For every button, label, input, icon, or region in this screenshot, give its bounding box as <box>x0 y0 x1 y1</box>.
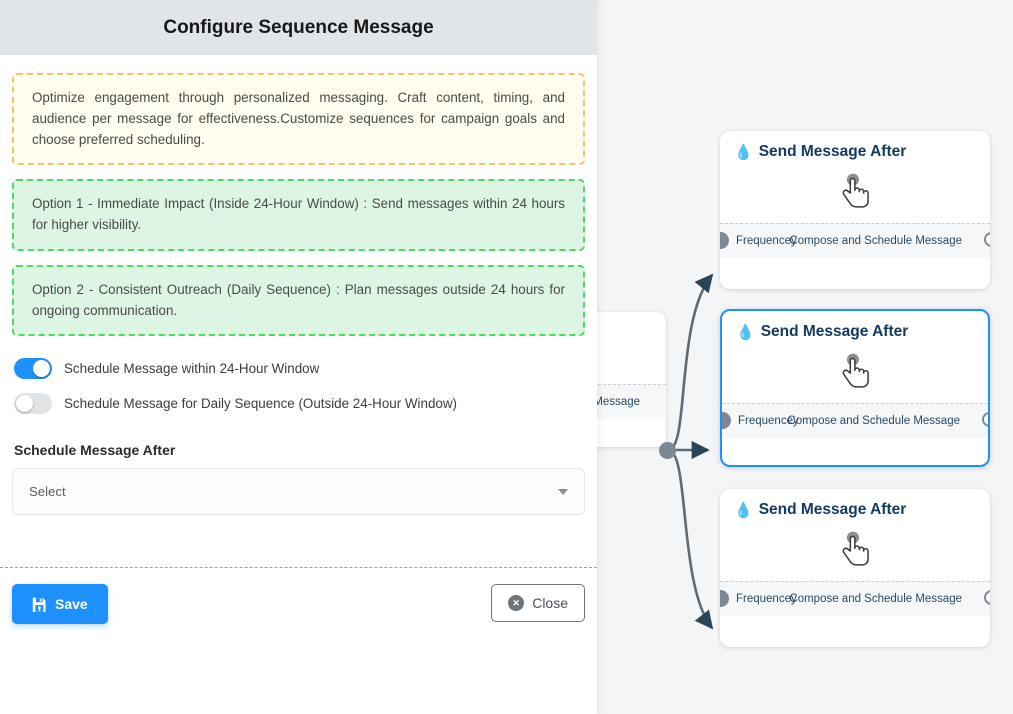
page-title: Configure Sequence Message <box>163 16 434 38</box>
circle-x-icon: ✕ <box>508 595 525 611</box>
close-button[interactable]: ✕ Close <box>491 584 585 622</box>
configure-sequence-modal: Configure Sequence Message Optimize enga… <box>0 0 597 714</box>
flow-node-2-compose-label: Compose and Schedule Message <box>787 415 960 427</box>
water-droplet-icon: 💧 <box>736 323 755 341</box>
toggle-knob <box>16 395 33 413</box>
flow-node-2-output-dot[interactable] <box>982 412 988 427</box>
flow-node-1-body <box>720 161 990 223</box>
flow-node-3-output-dot[interactable] <box>984 590 990 605</box>
info-banner: Optimize engagement through personalized… <box>12 73 585 166</box>
flow-node-1-footer: Frequencey Compose and Schedule Message <box>720 223 990 258</box>
toggle-schedule-within-24h[interactable] <box>14 358 52 380</box>
flow-node-2-body <box>722 341 988 403</box>
edge-to-node-3 <box>667 448 714 630</box>
flow-node-1-output-dot[interactable] <box>984 232 990 247</box>
flow-node-3-title: Send Message After <box>758 501 907 518</box>
modal-footer: Save ✕ Close <box>0 567 597 714</box>
schedule-message-after-value: Select <box>29 484 66 500</box>
close-button-label: Close <box>532 595 568 611</box>
flow-node-1-title: Send Message After <box>758 143 907 160</box>
toggle-schedule-daily-sequence-label: Schedule Message for Daily Sequence (Out… <box>64 396 457 412</box>
flow-node-2-title-row: 💧 Send Message After <box>722 311 988 341</box>
save-button-label: Save <box>55 596 88 612</box>
save-button[interactable]: Save <box>12 584 108 624</box>
flow-node-3-frequency-label: Frequencey <box>736 593 797 605</box>
option-1-banner: Option 1 - Immediate Impact (Inside 24-H… <box>12 179 585 251</box>
toggle-schedule-within-24h-label: Schedule Message within 24-Hour Window <box>64 361 320 377</box>
edge-to-node-1 <box>667 273 714 452</box>
toggle-row-24h-window: Schedule Message within 24-Hour Window <box>14 358 585 380</box>
flow-node-2[interactable]: 💧 Send Message After Frequencey Compose … <box>720 309 990 467</box>
toggle-row-daily-sequence: Schedule Message for Daily Sequence (Out… <box>14 393 585 415</box>
flow-node-3-body <box>720 519 990 581</box>
flow-node-2-footer: Frequencey Compose and Schedule Message <box>722 403 988 438</box>
flow-node-3-compose-label: Compose and Schedule Message <box>789 593 962 605</box>
flow-node-3-input-dot[interactable] <box>720 590 729 607</box>
flow-node-1-compose-label: Compose and Schedule Message <box>789 235 962 247</box>
toggle-knob <box>33 360 50 378</box>
schedule-message-after-label: Schedule Message After <box>14 442 176 459</box>
flow-node-3[interactable]: 💧 Send Message After Frequencey Compose … <box>720 489 990 647</box>
flow-node-3-footer: Frequencey Compose and Schedule Message <box>720 581 990 616</box>
schedule-message-after-select[interactable]: Select <box>12 468 585 516</box>
floppy-disk-icon <box>32 597 46 612</box>
option-2-banner: Option 2 - Consistent Outreach (Daily Se… <box>12 264 585 337</box>
water-droplet-icon: 💧 <box>734 501 753 519</box>
source-node-output-dot[interactable] <box>659 442 676 459</box>
chevron-down-icon <box>558 488 568 495</box>
pointing-hand-cursor-icon <box>842 531 869 566</box>
modal-body: Optimize engagement through personalized… <box>0 55 597 567</box>
flow-node-3-title-row: 💧 Send Message After <box>720 489 990 519</box>
flow-node-1-title-row: 💧 Send Message After <box>720 131 990 161</box>
pointing-hand-cursor-icon <box>842 173 869 208</box>
flow-node-1-frequency-label: Frequencey <box>736 235 797 247</box>
flow-node-1-input-dot[interactable] <box>720 232 729 249</box>
pointing-hand-cursor-icon <box>842 353 869 388</box>
toggle-schedule-daily-sequence[interactable] <box>14 393 52 415</box>
flow-node-2-title: Send Message After <box>760 323 909 340</box>
flow-node-2-input-dot[interactable] <box>722 412 731 429</box>
flow-node-1[interactable]: 💧 Send Message After Frequencey Compose … <box>720 131 990 289</box>
modal-header: Configure Sequence Message <box>0 0 597 55</box>
flow-node-2-frequency-label: Frequencey <box>738 415 799 427</box>
water-droplet-icon: 💧 <box>734 143 753 161</box>
